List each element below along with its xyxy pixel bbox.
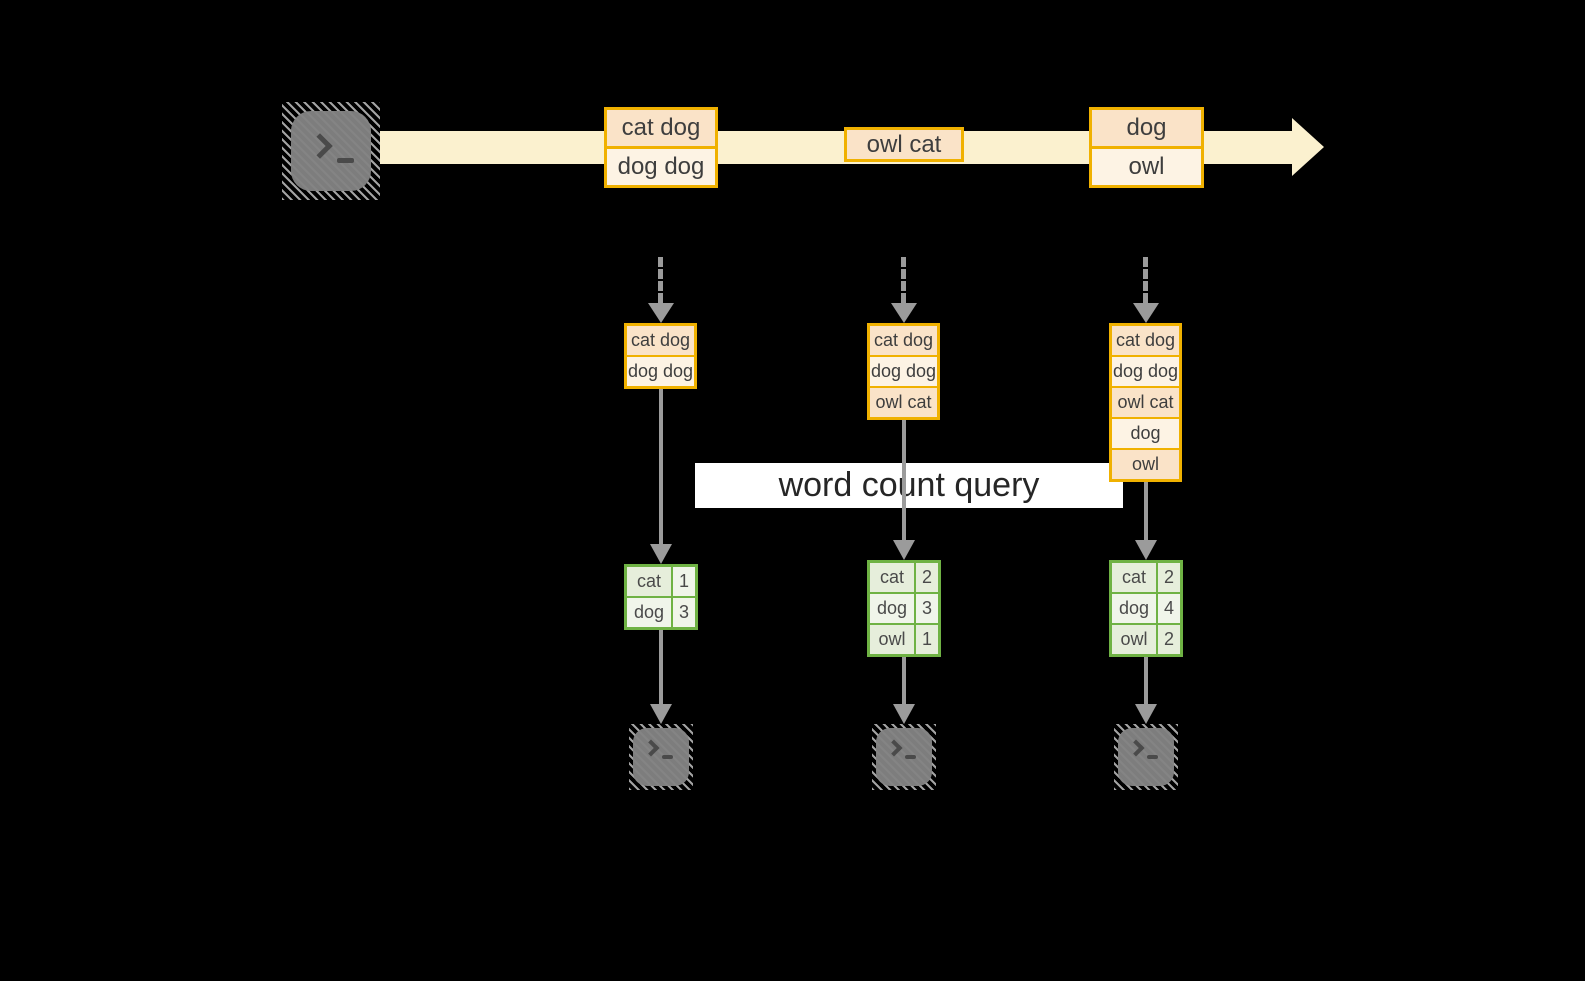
prompt-underscore-icon	[337, 158, 354, 163]
sink-terminal-icon	[629, 724, 693, 790]
count-table-2: cat 2 dog 3 owl 1	[867, 560, 941, 657]
window-line: dog	[1112, 419, 1179, 448]
count-cell: 2	[916, 563, 938, 592]
count-cell: 2	[1158, 563, 1180, 592]
stream-arrowhead-icon	[1292, 118, 1324, 176]
prompt-chevron-icon	[885, 739, 903, 757]
terminal-body	[633, 728, 689, 786]
table-row: dog 3	[870, 594, 938, 623]
window-line: cat dog	[1112, 326, 1179, 355]
query-arrow	[1144, 482, 1148, 540]
message-line: dog	[1092, 110, 1201, 146]
window-line: dog dog	[870, 357, 937, 386]
window-stack-2: cat dog dog dog owl cat	[867, 323, 940, 420]
window-line: dog dog	[1112, 357, 1179, 386]
table-row: cat 2	[1112, 563, 1180, 592]
message-line: owl	[1092, 149, 1201, 185]
query-banner: word count query	[695, 463, 1123, 508]
prompt-underscore-icon	[1147, 755, 1158, 759]
ingest-arrow-dashed	[658, 257, 663, 303]
output-arrow	[902, 657, 906, 704]
sink-terminal-icon	[1114, 724, 1178, 790]
ingest-arrowhead-icon	[648, 303, 674, 323]
output-arrowhead-icon	[1135, 704, 1157, 724]
word-cell: cat	[870, 563, 914, 592]
sink-terminal-icon	[872, 724, 936, 790]
prompt-underscore-icon	[905, 755, 916, 759]
count-cell: 1	[673, 567, 695, 596]
word-cell: owl	[1112, 625, 1156, 654]
terminal-body	[1118, 728, 1174, 786]
word-cell: dog	[627, 598, 671, 627]
ingest-arrowhead-icon	[891, 303, 917, 323]
word-cell: cat	[627, 567, 671, 596]
query-arrow	[902, 420, 906, 540]
stream-message-3: dog owl	[1089, 107, 1204, 188]
stream-message-1: cat dog dog dog	[604, 107, 718, 188]
count-cell: 3	[673, 598, 695, 627]
output-arrow	[659, 630, 663, 704]
query-arrowhead-icon	[893, 540, 915, 560]
terminal-body	[876, 728, 932, 786]
message-line: owl cat	[847, 130, 961, 159]
window-line: dog dog	[627, 357, 694, 386]
window-stack-3: cat dog dog dog owl cat dog owl	[1109, 323, 1182, 482]
table-row: dog 3	[627, 598, 695, 627]
table-row: owl 1	[870, 625, 938, 654]
count-cell: 2	[1158, 625, 1180, 654]
query-arrowhead-icon	[1135, 540, 1157, 560]
table-row: cat 2	[870, 563, 938, 592]
table-row: owl 2	[1112, 625, 1180, 654]
prompt-chevron-icon	[1127, 739, 1145, 757]
ingest-arrowhead-icon	[1133, 303, 1159, 323]
output-arrowhead-icon	[893, 704, 915, 724]
message-line: cat dog	[607, 110, 715, 146]
window-line: owl cat	[1112, 388, 1179, 417]
count-cell: 4	[1158, 594, 1180, 623]
message-line: dog dog	[607, 149, 715, 185]
query-arrow	[659, 389, 663, 544]
source-terminal-icon	[282, 102, 380, 200]
prompt-underscore-icon	[662, 755, 673, 759]
count-cell: 1	[916, 625, 938, 654]
output-arrow	[1144, 657, 1148, 704]
window-line: owl cat	[870, 388, 937, 417]
window-line: cat dog	[870, 326, 937, 355]
window-line: cat dog	[627, 326, 694, 355]
output-arrowhead-icon	[650, 704, 672, 724]
count-table-1: cat 1 dog 3	[624, 564, 698, 630]
word-cell: dog	[870, 594, 914, 623]
window-line: owl	[1112, 450, 1179, 479]
word-cell: cat	[1112, 563, 1156, 592]
word-cell: dog	[1112, 594, 1156, 623]
stream-message-2: owl cat	[844, 127, 964, 162]
query-arrowhead-icon	[650, 544, 672, 564]
ingest-arrow-dashed	[1143, 257, 1148, 303]
prompt-chevron-icon	[642, 739, 660, 757]
window-stack-1: cat dog dog dog	[624, 323, 697, 389]
terminal-body	[291, 111, 371, 191]
word-cell: owl	[870, 625, 914, 654]
ingest-arrow-dashed	[901, 257, 906, 303]
table-row: dog 4	[1112, 594, 1180, 623]
count-table-3: cat 2 dog 4 owl 2	[1109, 560, 1183, 657]
table-row: cat 1	[627, 567, 695, 596]
count-cell: 3	[916, 594, 938, 623]
prompt-chevron-icon	[307, 133, 333, 159]
